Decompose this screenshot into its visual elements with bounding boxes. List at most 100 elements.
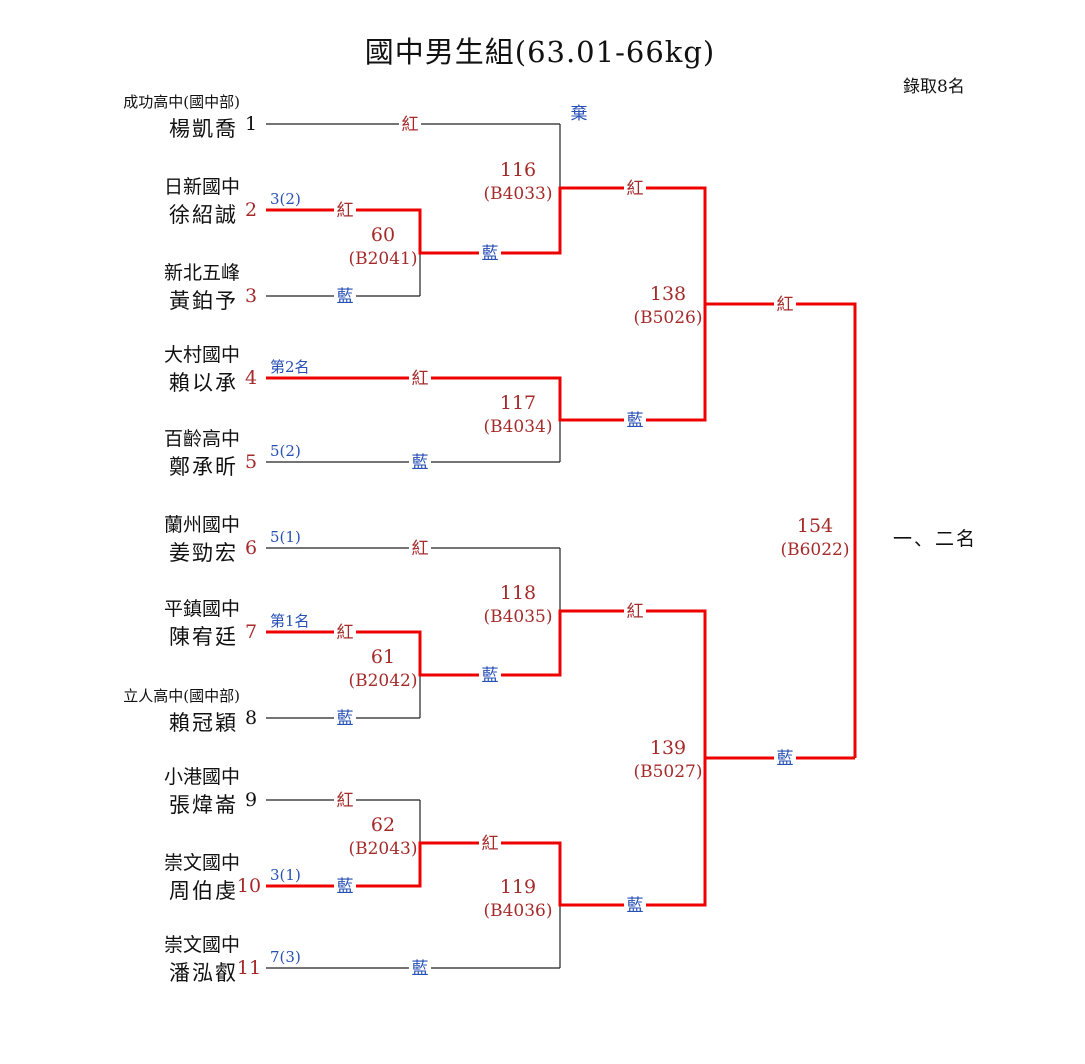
svg-text:藍: 藍 xyxy=(482,244,499,264)
match-code: (B5027) xyxy=(633,762,702,782)
seed-number: 10 xyxy=(237,875,261,897)
match-label-60: 60 (B2041) xyxy=(348,224,417,269)
red-corner-label: 紅 xyxy=(399,114,421,135)
seed-number: 7 xyxy=(245,621,257,643)
seed-number: 8 xyxy=(245,707,257,729)
svg-text:藍: 藍 xyxy=(337,287,354,307)
blue-corner-label: 藍 xyxy=(334,286,356,307)
blue-corner-label: 藍 xyxy=(479,243,501,264)
athlete-name: 賴以承 xyxy=(169,371,238,395)
match-label-62: 62 (B2043) xyxy=(348,814,417,859)
school-name: 成功高中(國中部) xyxy=(123,93,240,111)
svg-text:藍: 藍 xyxy=(627,411,644,431)
quota-note: 錄取8名 xyxy=(903,77,965,97)
school-name: 蘭州國中 xyxy=(164,514,240,536)
winner-path-seed7 xyxy=(266,609,855,760)
svg-text:紅: 紅 xyxy=(337,623,354,643)
corner-labels: 紅 紅 紅 紅 紅 紅 紅 紅 紅 紅 藍 藍 藍 藍 藍 藍 藍 藍 藍 藍 … xyxy=(334,104,796,979)
svg-text:紅: 紅 xyxy=(482,834,499,854)
seed-number: 4 xyxy=(245,367,257,389)
seed-number: 5 xyxy=(245,451,257,473)
svg-text:紅: 紅 xyxy=(777,295,794,315)
svg-text:藍: 藍 xyxy=(412,453,429,473)
placement-tag: 3(2) xyxy=(270,190,301,208)
athlete-name: 黃鉑予 xyxy=(169,289,238,313)
svg-text:藍: 藍 xyxy=(337,709,354,729)
blue-corner-label: 藍 xyxy=(334,876,356,897)
winner-path-seed4 xyxy=(266,302,857,758)
match-number: 138 xyxy=(650,283,686,305)
svg-text:藍: 藍 xyxy=(412,959,429,979)
athlete-name: 張煒崙 xyxy=(169,793,238,817)
svg-text:紅: 紅 xyxy=(627,179,644,199)
match-code: (B4035) xyxy=(483,607,552,627)
match-code: (B4033) xyxy=(483,184,552,204)
blue-corner-label: 藍 xyxy=(479,665,501,686)
school-name: 崇文國中 xyxy=(164,852,240,874)
seed-number: 9 xyxy=(245,789,257,811)
blue-corner-label: 藍 xyxy=(409,958,431,979)
match-number: 154 xyxy=(797,515,833,537)
svg-text:藍: 藍 xyxy=(777,749,794,769)
match-label-117: 117 (B4034) xyxy=(483,392,552,437)
match-label-119: 119 (B4036) xyxy=(483,876,552,921)
school-name: 崇文國中 xyxy=(164,934,240,956)
blue-corner-label: 藍 xyxy=(774,748,796,769)
final-places-label: 一、二名 xyxy=(893,528,977,550)
match-number: 119 xyxy=(500,876,536,898)
match-label-61: 61 (B2042) xyxy=(348,646,417,691)
svg-text:紅: 紅 xyxy=(402,115,419,135)
match-code: (B6022) xyxy=(780,540,849,560)
red-corner-label: 紅 xyxy=(409,538,431,559)
seed-number: 3 xyxy=(245,285,257,307)
match-code: (B2042) xyxy=(348,671,417,691)
match-number: 117 xyxy=(500,392,536,414)
athlete-name: 賴冠穎 xyxy=(169,711,238,735)
school-name: 新北五峰 xyxy=(164,262,240,284)
athlete-name: 潘泓叡 xyxy=(169,961,238,985)
winner-path-seed10 xyxy=(266,758,707,907)
competitor-seed-1: 成功高中(國中部) 楊凱喬 1 xyxy=(123,93,257,141)
svg-text:紅: 紅 xyxy=(412,369,429,389)
svg-text:藍: 藍 xyxy=(337,877,354,897)
match-number: 60 xyxy=(371,224,395,246)
blue-corner-label: 藍 xyxy=(334,708,356,729)
school-name: 平鎮國中 xyxy=(164,598,240,620)
match-number: 62 xyxy=(371,814,395,836)
red-corner-label: 紅 xyxy=(479,833,501,854)
red-corner-label: 紅 xyxy=(334,622,356,643)
school-name: 大村國中 xyxy=(164,344,240,366)
match-code: (B5026) xyxy=(633,308,702,328)
school-name: 立人高中(國中部) xyxy=(123,687,240,705)
red-corner-label: 紅 xyxy=(624,601,646,622)
placement-tag: 第2名 xyxy=(270,358,310,376)
svg-text:藍: 藍 xyxy=(482,666,499,686)
seed-number: 1 xyxy=(245,113,257,135)
match-code: (B2043) xyxy=(348,839,417,859)
match-label-118: 118 (B4035) xyxy=(483,582,552,627)
blue-corner-label: 藍 xyxy=(624,895,646,916)
red-corner-label: 紅 xyxy=(774,294,796,315)
competitor-seed-6: 蘭州國中 姜勁宏 6 5(1) xyxy=(164,514,301,565)
red-corner-label: 紅 xyxy=(334,200,356,221)
match-label-138: 138 (B5026) xyxy=(633,283,702,328)
competitor-seed-9: 小港國中 張煒崙 9 xyxy=(164,766,257,817)
seed-number: 11 xyxy=(237,957,261,979)
placement-tag: 5(2) xyxy=(270,442,301,460)
competitor-seed-5: 百齡高中 鄭承昕 5 5(2) xyxy=(164,428,301,479)
competitor-seed-4: 大村國中 賴以承 4 第2名 xyxy=(164,344,310,395)
competitor-seed-10: 崇文國中 周伯虔 10 3(1) xyxy=(164,852,301,903)
red-corner-label: 紅 xyxy=(409,368,431,389)
svg-text:紅: 紅 xyxy=(337,791,354,811)
athlete-name: 徐紹誠 xyxy=(169,203,238,227)
school-name: 小港國中 xyxy=(164,766,240,788)
blue-corner-label: 藍 xyxy=(409,452,431,473)
placement-tag: 第1名 xyxy=(270,612,310,630)
placement-tag: 5(1) xyxy=(270,528,301,546)
school-name: 百齡高中 xyxy=(164,428,240,450)
match-number: 118 xyxy=(500,582,536,604)
seed-number: 6 xyxy=(245,537,257,559)
seed-number: 2 xyxy=(245,199,257,221)
